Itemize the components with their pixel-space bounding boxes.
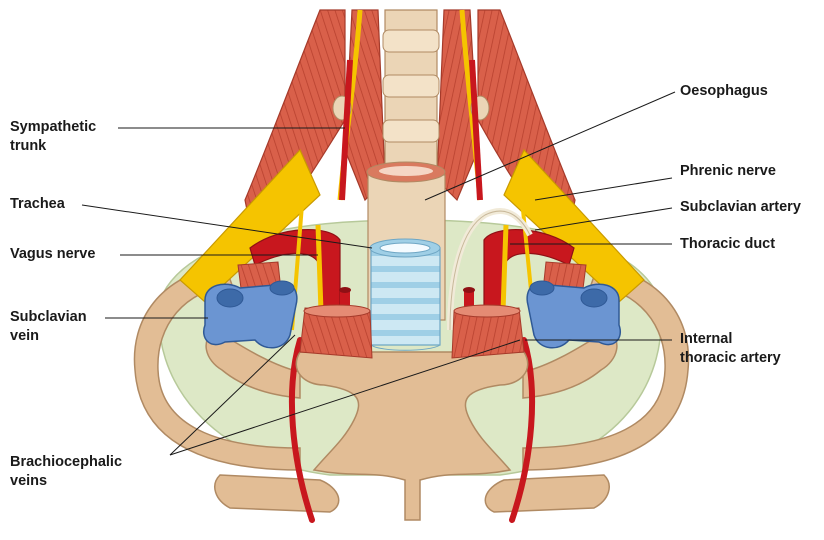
vertebral-bodies bbox=[383, 30, 439, 142]
label-vagus-nerve: Vagus nerve bbox=[10, 245, 95, 264]
label-phrenic-nerve: Phrenic nerve bbox=[680, 162, 776, 181]
label-oesophagus: Oesophagus bbox=[680, 82, 768, 101]
label-thoracic-duct: Thoracic duct bbox=[680, 235, 775, 254]
left-second-rib bbox=[215, 475, 339, 512]
right-second-rib bbox=[485, 475, 609, 512]
label-trachea: Trachea bbox=[10, 195, 65, 214]
trachea bbox=[371, 248, 440, 345]
label-subclavian-artery: Subclavian artery bbox=[680, 198, 801, 217]
